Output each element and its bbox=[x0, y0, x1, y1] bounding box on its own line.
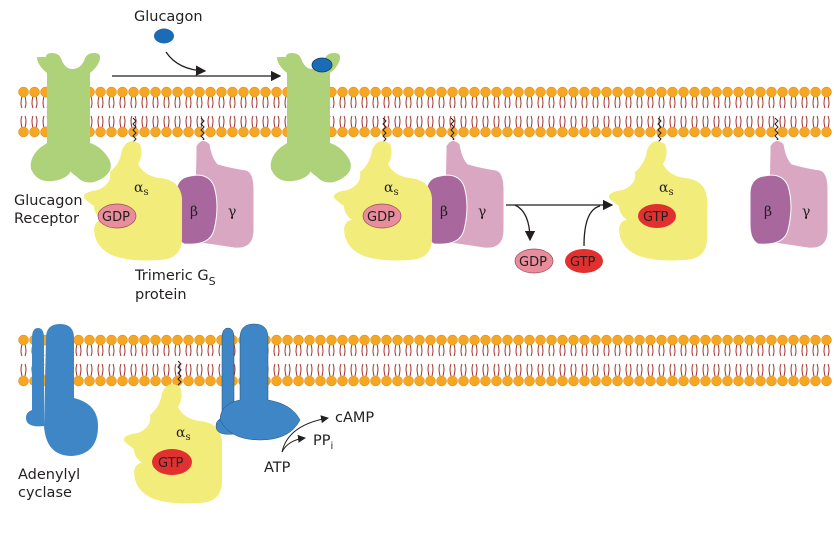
alpha-gtp-complex bbox=[608, 117, 707, 261]
incoming-gtp-label: GTP bbox=[570, 255, 596, 270]
lipid-anchor bbox=[132, 117, 205, 143]
gamma-label-2: γ bbox=[478, 204, 486, 220]
gtp-binding-arrow bbox=[583, 205, 601, 247]
receptor-label-line2: Receptor bbox=[14, 211, 79, 227]
trimeric-label-line2: protein bbox=[135, 287, 187, 303]
adenylyl-label-line1: Adenylyl bbox=[18, 467, 80, 483]
alpha-gtp-bound-cyclase bbox=[123, 360, 222, 504]
ppi-label: PPi bbox=[313, 433, 333, 452]
alpha-label-5: αs bbox=[176, 425, 191, 443]
gdp-label: GDP bbox=[102, 210, 130, 225]
gamma-label: γ bbox=[228, 204, 236, 220]
gdp-molecule bbox=[362, 203, 402, 229]
gdp-release-arrow bbox=[514, 204, 536, 242]
adenylyl-cyclase-inactive bbox=[26, 324, 98, 456]
gdp-molecule bbox=[97, 203, 137, 229]
incoming-gtp bbox=[565, 249, 603, 273]
gs-protein-trimer-bound bbox=[333, 117, 505, 261]
gtp-label-3: GTP bbox=[643, 210, 669, 225]
alpha-label: αs bbox=[134, 180, 149, 198]
glucagon-label: Glucagon bbox=[134, 9, 203, 25]
beta-gamma-dimer bbox=[749, 117, 829, 249]
gdp-label-2: GDP bbox=[367, 210, 395, 225]
gamma-label-4: γ bbox=[802, 204, 810, 220]
lower-membrane bbox=[18, 332, 832, 388]
released-gdp bbox=[514, 248, 554, 274]
atp-label: ATP bbox=[264, 460, 291, 476]
alpha-label-3: αs bbox=[659, 180, 674, 198]
alpha-subunit bbox=[83, 141, 182, 261]
beta-label-4: β bbox=[764, 204, 772, 220]
bound-glucagon bbox=[311, 57, 333, 73]
gtp-label-5: GTP bbox=[158, 456, 184, 471]
adenylyl-cyclase-active bbox=[215, 323, 301, 441]
beta-label-2: β bbox=[440, 204, 448, 220]
released-gdp-label: GDP bbox=[519, 255, 547, 270]
glucagon-receptor-inactive bbox=[30, 53, 111, 183]
alpha-subunit bbox=[333, 141, 432, 261]
gs-protein-trimer bbox=[83, 140, 255, 261]
alpha-label-2: αs bbox=[384, 180, 399, 198]
ppi-arrow bbox=[281, 434, 306, 453]
camp-label: cAMP bbox=[335, 410, 374, 426]
camp-arrow bbox=[281, 415, 329, 453]
beta-label: β bbox=[190, 204, 198, 220]
upper-membrane bbox=[18, 84, 832, 140]
trimeric-label-line1: Trimeric GS bbox=[134, 268, 216, 288]
adenylyl-label-line2: cyclase bbox=[18, 485, 72, 501]
glucagon-molecule bbox=[154, 28, 174, 44]
receptor-label-line1: Glucagon bbox=[14, 193, 83, 209]
binding-arrow bbox=[165, 51, 207, 76]
glucagon-receptor-active bbox=[270, 53, 351, 183]
